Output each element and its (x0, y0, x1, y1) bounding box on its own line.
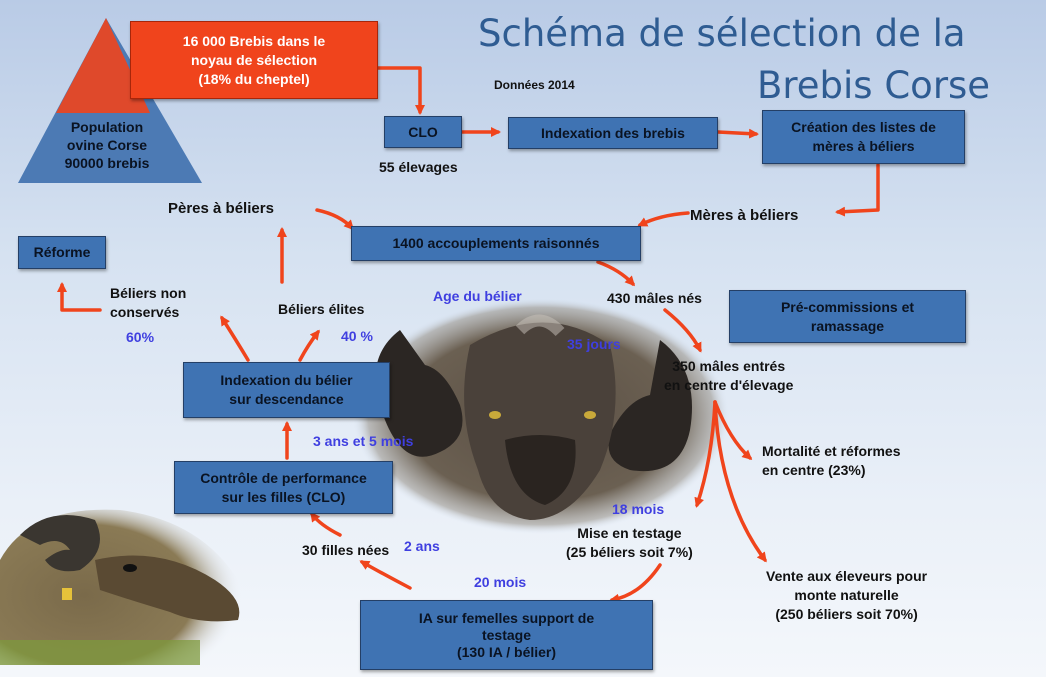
label-vente: Vente aux éleveurs pour monte naturelle … (766, 568, 928, 622)
precommissions-box: Pré-commissions et ramassage (729, 290, 966, 343)
label-beliers-elites: Béliers élites (278, 301, 365, 317)
label-mortalite: Mortalité et réformes en centre (23%) (762, 443, 901, 478)
arrow-entres-vente (713, 400, 767, 563)
title-line1: Schéma de sélection de la (478, 12, 966, 55)
arrow-indexation-elites (298, 329, 320, 362)
arrow-non-reforme (57, 282, 102, 312)
arrow-noyau-clo (376, 66, 425, 115)
arrow-meres-accouplements (637, 211, 690, 227)
age-2-ans: 2 ans (404, 538, 440, 554)
age-3-ans: 3 ans et 5 mois (313, 433, 414, 449)
arrow-accouplements-males (596, 260, 636, 287)
arrow-peres-accouplements (315, 208, 355, 231)
label-mise-testage: Mise en testage (25 béliers soit 7%) (566, 525, 693, 560)
label-peres: Pères à béliers (168, 200, 274, 217)
ram-photo (353, 298, 729, 534)
arrow-filles-controle (310, 511, 342, 537)
label-males-entres: 350 mâles entrés en centre d'élevage (664, 358, 794, 393)
controle-perf-box: Contrôle de performance sur les filles (… (174, 461, 393, 514)
age-35-jours: 35 jours (567, 336, 621, 352)
arrow-indexation-listes (716, 128, 759, 139)
listes-meres-box: Création des listes de mères à béliers (762, 110, 965, 164)
indexation-brebis-box: Indexation des brebis (508, 117, 718, 149)
reforme-box: Réforme (18, 236, 106, 269)
sheep-photo (0, 509, 242, 665)
label-filles-nees: 30 filles nées (302, 542, 390, 558)
subtitle: Données 2014 (494, 78, 575, 92)
age-18-mois: 18 mois (612, 501, 665, 517)
accouplements-box: 1400 accouplements raisonnés (351, 226, 641, 261)
title-line2: Brebis Corse (757, 64, 991, 107)
label-beliers-non: Béliers non conservés (110, 285, 187, 320)
pyramid-label: Population ovine Corse 90000 brebis (64, 119, 150, 171)
label-males-nes: 430 mâles nés (607, 290, 702, 306)
clo-box: CLO (384, 116, 462, 148)
label-meres: Mères à béliers (690, 207, 799, 224)
arrow-ia-filles (359, 560, 412, 590)
arrow-indexation-non (220, 315, 250, 362)
ia-box: IA sur femelles support de testage (130 … (360, 600, 653, 670)
arrow-listes-meres (835, 163, 880, 217)
arrow-males-entres (663, 308, 702, 353)
arrow-entres-mortalite (713, 400, 753, 461)
age-20-mois: 20 mois (474, 574, 527, 590)
label-pct-40: 40 % (341, 328, 373, 344)
arrow-entres-testage (694, 400, 717, 508)
population-pyramid (18, 18, 202, 183)
indexation-belier-box: Indexation du bélier sur descendance (183, 362, 390, 418)
label-pct-60: 60% (126, 329, 155, 345)
arrow-testage-ia (609, 563, 662, 604)
age-heading: Age du bélier (433, 288, 522, 304)
label-elevages: 55 élevages (379, 159, 458, 175)
noyau-box: 16 000 Brebis dans le noyau de sélection… (130, 21, 378, 99)
